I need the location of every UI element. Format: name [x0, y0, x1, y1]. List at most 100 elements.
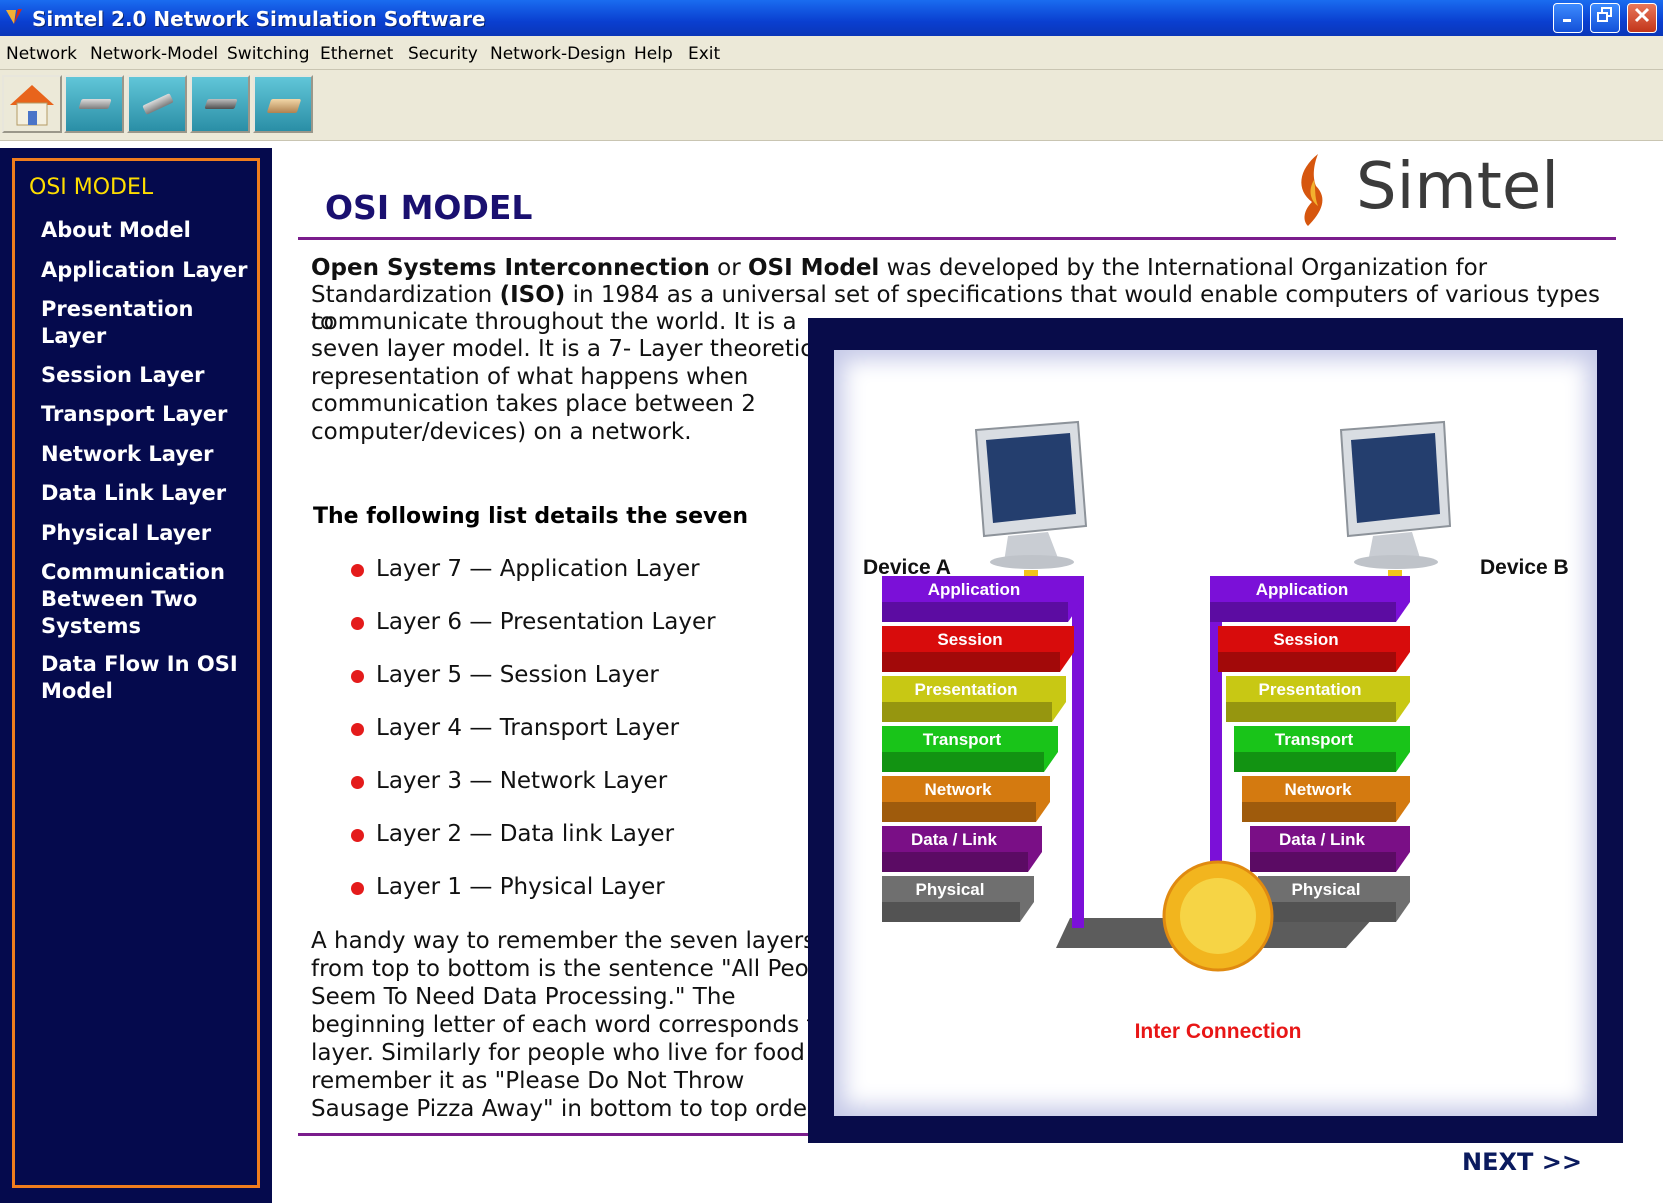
sidebar-item-transport-layer[interactable]: Transport Layer	[41, 402, 228, 426]
menu-help[interactable]: Help	[634, 44, 673, 64]
layer-block-shadow	[1250, 852, 1396, 872]
mnemonic-line: layer. Similarly for people who live for…	[311, 1040, 854, 1066]
next-button[interactable]: NEXT >>	[1462, 1148, 1582, 1176]
close-button[interactable]	[1627, 3, 1657, 33]
menu-switching[interactable]: Switching	[227, 44, 310, 64]
layer-list-item: Layer 4 — Transport Layer	[376, 715, 680, 741]
layer-block-shadow	[882, 602, 1068, 622]
minimize-button[interactable]	[1553, 3, 1583, 33]
intro-line-7: computer/devices) on a network.	[311, 419, 692, 445]
layer-list-item: Layer 1 — Physical Layer	[376, 874, 665, 900]
sidebar-item-presentation-layer[interactable]: Presentation Layer	[41, 297, 194, 348]
firewall-icon	[266, 99, 302, 113]
menu-bar: Network Network-Model Switching Ethernet…	[0, 36, 1663, 70]
sidebar-item-physical-layer[interactable]: Physical Layer	[41, 521, 212, 545]
layer-block-shadow	[1234, 752, 1396, 772]
layer-label: Application	[1256, 580, 1349, 599]
layer-block-shadow	[1226, 702, 1396, 722]
layer-block-shadow	[1242, 802, 1396, 822]
menu-exit[interactable]: Exit	[688, 44, 721, 64]
sidebar-item-session-layer[interactable]: Session Layer	[41, 363, 205, 387]
intro-line-4: seven layer model. It is a 7- Layer theo…	[311, 336, 834, 362]
layer-block	[1234, 726, 1410, 772]
layer-list-item: Layer 6 — Presentation Layer	[376, 609, 716, 635]
term-osi-model: OSI Model	[748, 255, 880, 281]
switch-button[interactable]	[127, 75, 187, 133]
home-button[interactable]	[2, 75, 62, 133]
menu-network-model[interactable]: Network-Model	[90, 44, 219, 64]
layer-label: Data / Link	[1279, 830, 1366, 849]
router-button[interactable]	[64, 75, 124, 133]
toolbar	[0, 70, 1663, 141]
hub-button[interactable]	[190, 75, 250, 133]
home-icon	[10, 85, 54, 126]
sidebar-item-about-model[interactable]: About Model	[41, 218, 191, 242]
layer-label: Application	[928, 580, 1021, 599]
window-titlebar: Simtel 2.0 Network Simulation Software	[0, 0, 1663, 36]
mnemonic-line: Seem To Need Data Processing." The	[311, 984, 736, 1010]
interconnection-label: Inter Connection	[1135, 1020, 1302, 1043]
intro-line-5: representation of what happens when	[311, 364, 749, 390]
window-title: Simtel 2.0 Network Simulation Software	[32, 7, 486, 31]
sidebar-item-communication[interactable]: Communication Between Two Systems	[41, 560, 225, 638]
restore-icon	[1597, 7, 1612, 22]
sidebar-item-network-layer[interactable]: Network Layer	[41, 442, 214, 466]
switch-icon	[142, 93, 174, 115]
flame-icon	[1301, 154, 1323, 226]
layer-block	[1242, 776, 1410, 822]
layer-block	[882, 576, 1082, 622]
layer-label: Transport	[1275, 730, 1354, 749]
monitor-a-icon	[974, 420, 1088, 590]
layer-label: Session	[1273, 630, 1338, 649]
menu-ethernet[interactable]: Ethernet	[320, 44, 394, 64]
bullet-icon	[351, 776, 364, 789]
app-icon	[6, 9, 22, 24]
hub-icon	[204, 99, 238, 109]
menu-network-design[interactable]: Network-Design	[490, 44, 626, 64]
layer-label: Physical	[1292, 880, 1361, 899]
router-icon	[78, 99, 112, 109]
intro-line-6: communication takes place between 2	[311, 391, 756, 417]
logo-text: Simtel	[1356, 150, 1559, 224]
layer-list-item: Layer 7 — Application Layer	[376, 556, 700, 582]
layer-label: Session	[937, 630, 1002, 649]
bullet-icon	[351, 723, 364, 736]
sidebar-title[interactable]: OSI MODEL	[29, 175, 154, 200]
layer-list-item: Layer 3 — Network Layer	[376, 768, 668, 794]
simtel-logo: Simtel	[1278, 150, 1588, 230]
layer-label: Data / Link	[911, 830, 998, 849]
layer-label: Presentation	[1259, 680, 1362, 699]
mnemonic-line: A handy way to remember the seven layers	[311, 928, 816, 954]
sidebar-item-application-layer[interactable]: Application Layer	[41, 258, 248, 282]
bullet-icon	[351, 670, 364, 683]
intro-or: or	[709, 255, 748, 281]
mnemonic-line: remember it as "Please Do Not Throw	[311, 1068, 745, 1094]
header-divider	[298, 237, 1616, 240]
menu-network[interactable]: Network	[6, 44, 77, 64]
layer-block-shadow	[1218, 652, 1396, 672]
layer-block	[882, 626, 1074, 672]
device-b-label: Device B	[1480, 556, 1569, 579]
layer-block	[1226, 676, 1410, 722]
intro-line-3: communicate throughout the world. It is …	[311, 309, 797, 335]
intro-line2-start: Standardization	[311, 282, 500, 308]
device-a-label: Device A	[863, 556, 951, 579]
layer-list-item: Layer 2 — Data link Layer	[376, 821, 675, 847]
bullet-icon	[351, 564, 364, 577]
interconnection-core	[1180, 878, 1256, 954]
layer-stack-b: ApplicationSessionPresentationTransportN…	[1210, 576, 1410, 928]
layer-block	[882, 676, 1066, 722]
intro-line-1: Open Systems Interconnection or OSI Mode…	[311, 255, 1611, 282]
sidebar-item-data-link-layer[interactable]: Data Link Layer	[41, 481, 227, 505]
sidebar-item-data-flow[interactable]: Data Flow In OSI Model	[41, 652, 238, 703]
layer-block	[1258, 876, 1410, 922]
layer-block	[882, 776, 1050, 822]
close-icon	[1634, 7, 1650, 23]
firewall-button[interactable]	[253, 75, 313, 133]
layer-block	[882, 726, 1058, 772]
layer-stack-a: ApplicationSessionPresentationTransportN…	[882, 576, 1084, 928]
restore-button[interactable]	[1590, 3, 1620, 33]
menu-security[interactable]: Security	[408, 44, 478, 64]
layer-block-shadow	[882, 802, 1036, 822]
intro-line1-rest: was developed by the International Organ…	[879, 255, 1488, 281]
